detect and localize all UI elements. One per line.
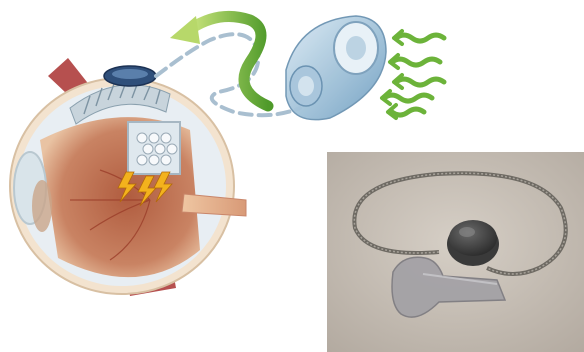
external-device [286, 16, 386, 120]
wave-arrows [382, 31, 444, 118]
curved-arrow-icon [170, 16, 268, 106]
wave-arrow-icon [390, 55, 440, 68]
wave-arrow-icon [394, 75, 444, 88]
optic-nerve [182, 194, 246, 216]
wave-arrow-icon [394, 31, 444, 44]
retinal-implant-electrode-array [128, 122, 180, 174]
wave-arrow-icon [382, 91, 432, 104]
wave-arrow-icon [388, 105, 424, 118]
implant-device-photo [327, 152, 584, 352]
silver-disc [447, 220, 499, 266]
